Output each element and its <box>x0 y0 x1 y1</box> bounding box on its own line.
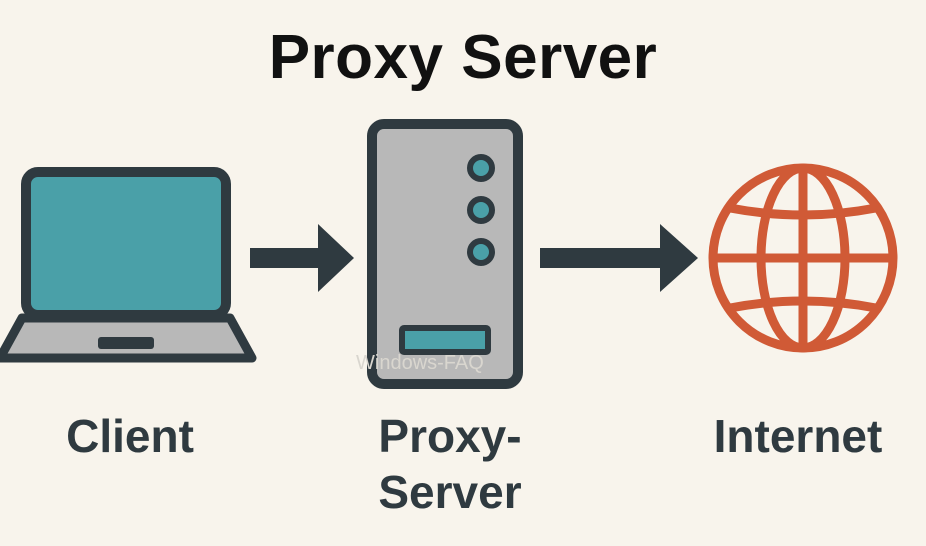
server-led-3 <box>467 238 495 266</box>
globe-icon <box>708 163 898 353</box>
client-label: Client <box>66 410 194 462</box>
watermark-text: Windows-FAQ <box>356 352 484 374</box>
server-led-2 <box>467 196 495 224</box>
laptop-trackpad <box>98 337 154 349</box>
globe-parallel-south <box>729 296 877 313</box>
arrow-shaft-proxy-internet <box>540 248 664 268</box>
arrow-head-proxy-internet <box>660 224 698 292</box>
proxy-label-line2: Server <box>378 466 522 518</box>
globe-parallel-north <box>729 203 877 220</box>
proxy-label-line1: Proxy- <box>378 410 522 462</box>
server-body <box>367 119 523 389</box>
server-led-1 <box>467 154 495 182</box>
server-drive-slot <box>399 325 491 355</box>
laptop-icon <box>0 167 257 363</box>
arrow-right-icon <box>540 224 698 292</box>
arrow-right-icon <box>250 224 354 292</box>
arrow-head-client-proxy <box>318 224 354 292</box>
diagram-title: Proxy Server <box>268 23 658 92</box>
laptop-screen <box>21 167 231 320</box>
internet-label: Internet <box>713 410 883 462</box>
proxy-label: Proxy- Server <box>325 408 575 520</box>
server-tower-icon <box>367 119 523 389</box>
arrow-shaft-client-proxy <box>250 248 322 268</box>
